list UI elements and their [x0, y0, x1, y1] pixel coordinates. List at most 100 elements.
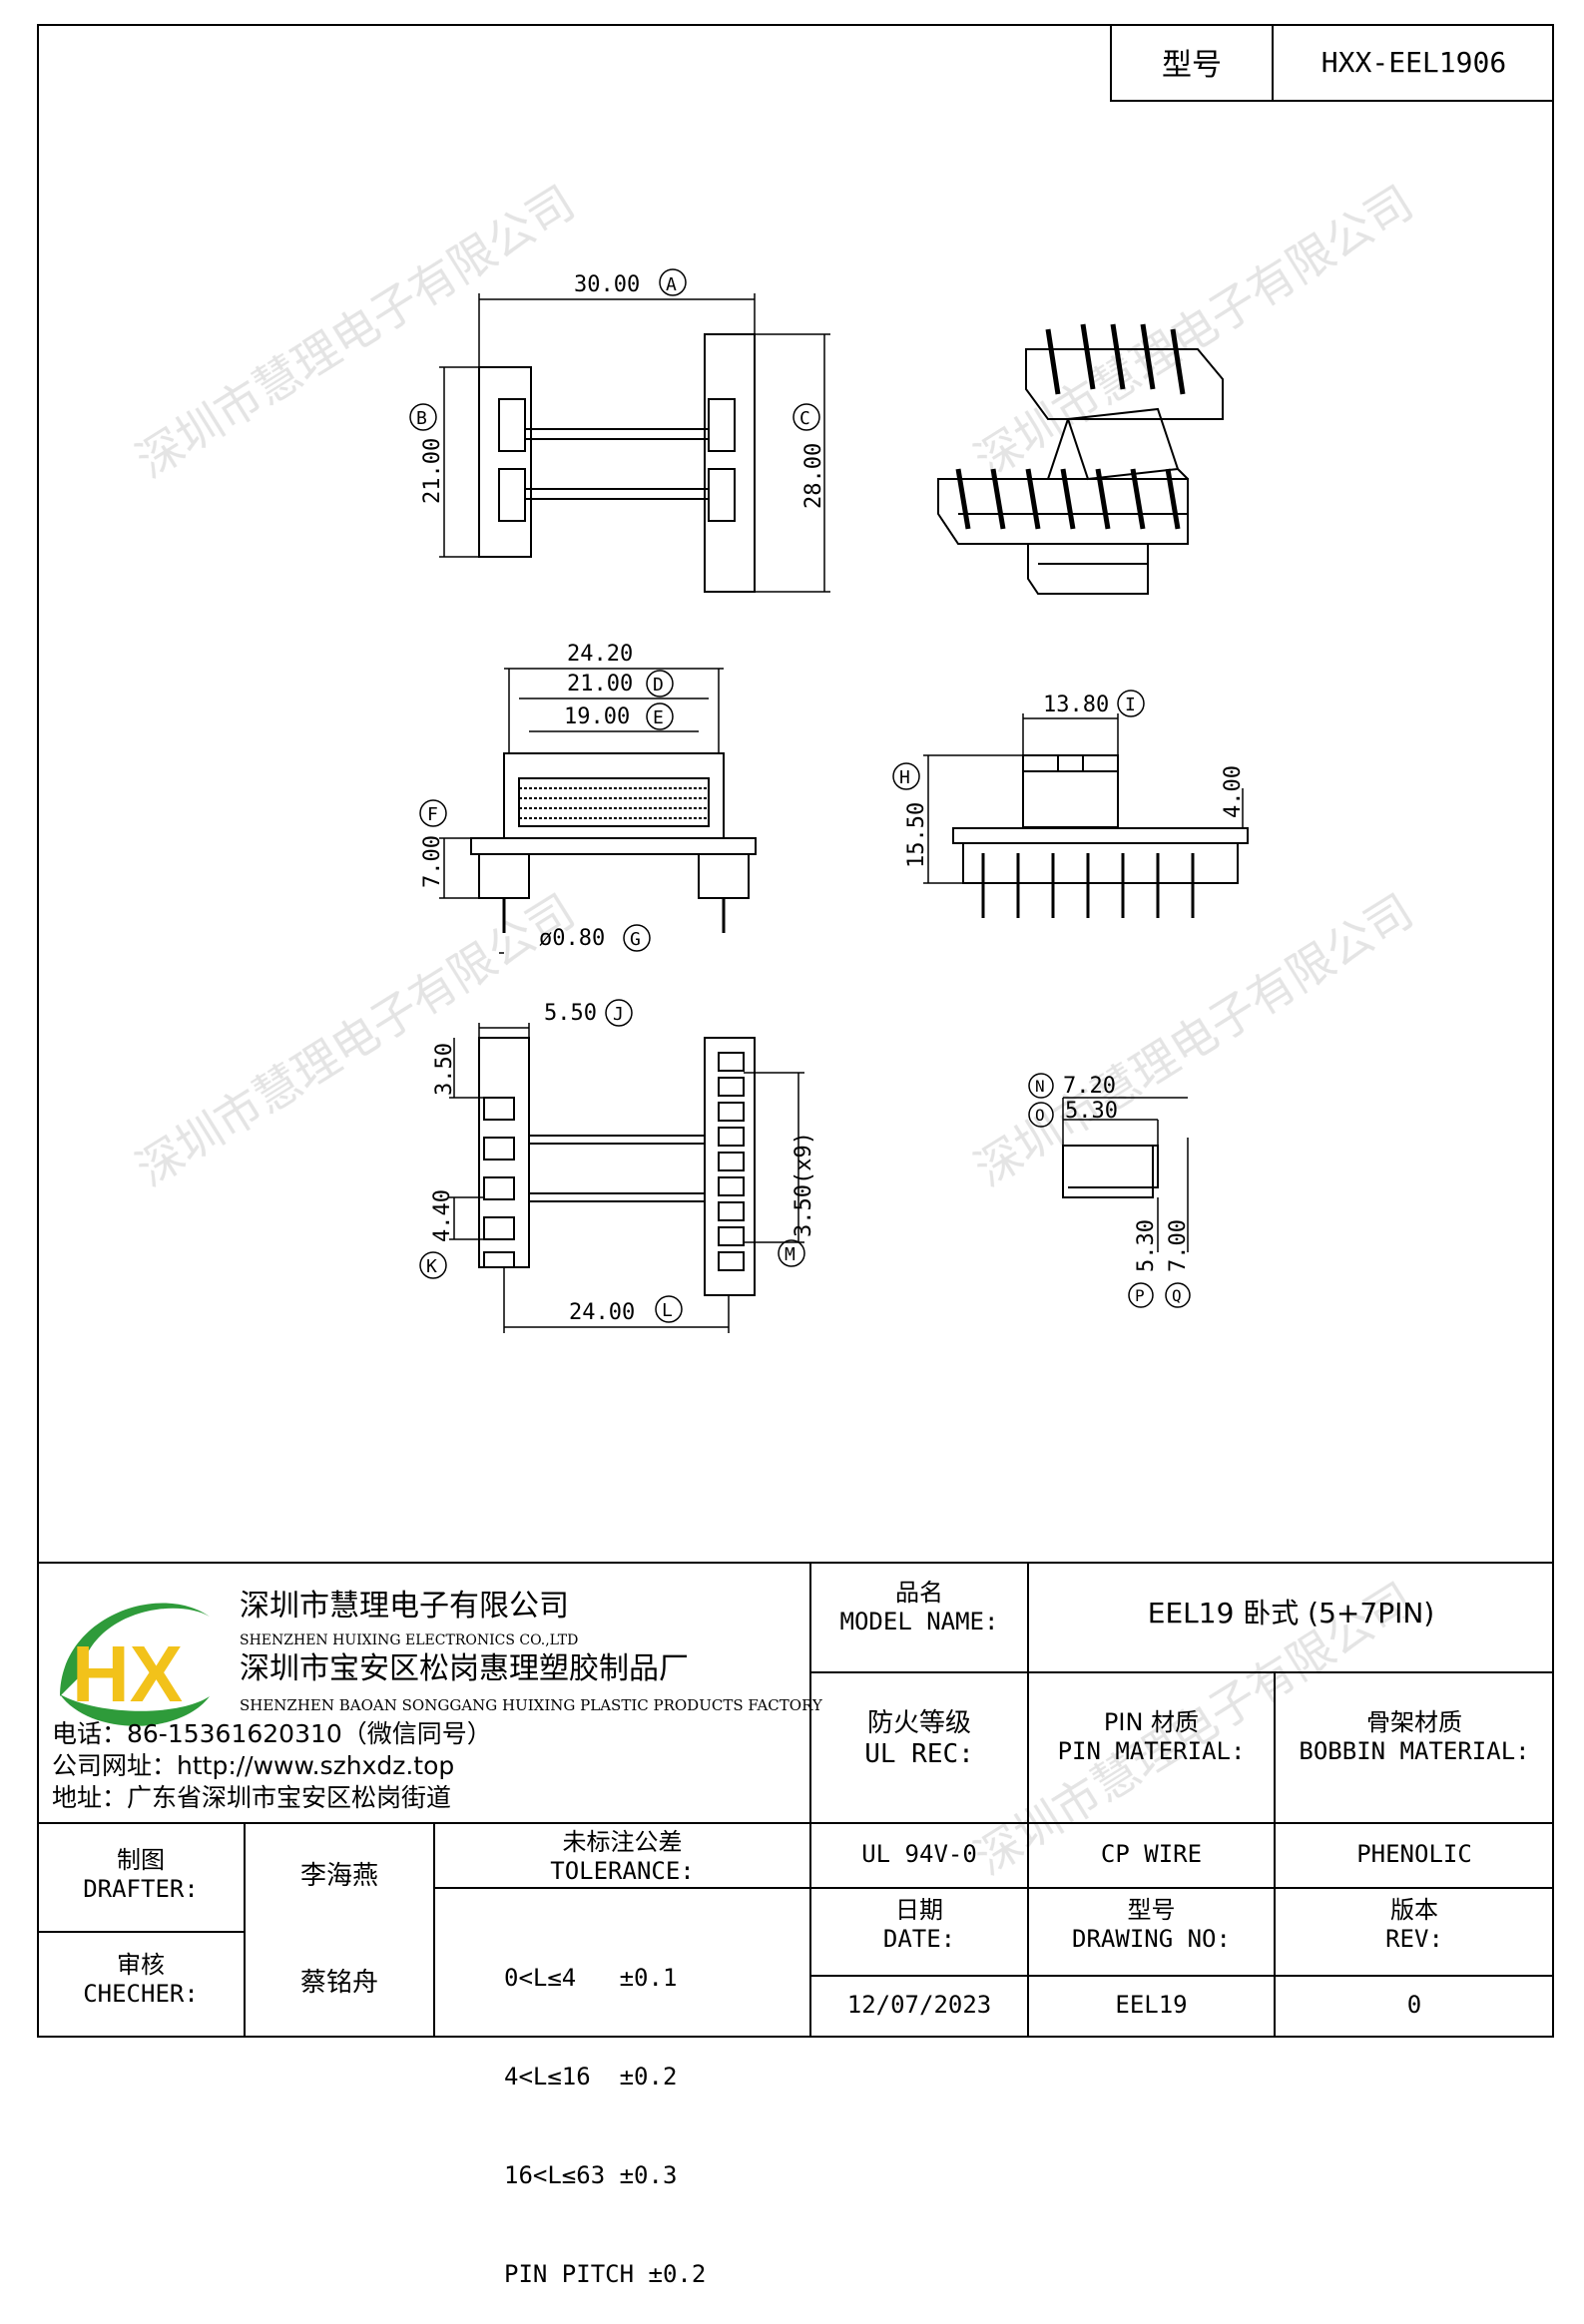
- dim-I-tag: I: [1125, 695, 1136, 715]
- dim-K-value: 4.40: [430, 1189, 455, 1242]
- ul-rec-value: UL 94V-0: [861, 1840, 977, 1868]
- watermark-3: 深圳市慧理电子有限公司: [127, 883, 584, 1196]
- bobbin-material-label-cn: 骨架材质: [1366, 1708, 1462, 1736]
- front-view: [419, 668, 757, 954]
- dim-F-tag: F: [427, 804, 438, 825]
- tolerance-line-1: 0<L≤4 ±0.1: [504, 1964, 678, 1992]
- bobbin-material-label-en: BOBBIN MATERIAL:: [1299, 1736, 1530, 1765]
- dim-G-value: ø0.80: [539, 926, 605, 951]
- tolerance-label-en: TOLERANCE:: [550, 1856, 695, 1885]
- rev-label: 版本 REV:: [1275, 1896, 1554, 1954]
- tolerance-label: 未标注公差 TOLERANCE:: [434, 1828, 810, 1886]
- company-name-en: SHENZHEN HUIXING ELECTRONICS CO.,LTD: [240, 1632, 579, 1648]
- dim-M-value: 3.50(x9): [792, 1132, 816, 1237]
- dim-P-value: 5.30: [1134, 1219, 1159, 1272]
- dim-E-value: 19.00: [564, 704, 630, 729]
- dim-A-tag: A: [666, 274, 677, 295]
- dim-E-tag: E: [653, 707, 664, 728]
- dim-C-tag: C: [799, 408, 810, 429]
- checker-label: 审核 CHECHER:: [37, 1951, 245, 2009]
- checker-value: 蔡铭舟: [299, 1968, 378, 1998]
- dim-J-tag: J: [613, 1004, 624, 1025]
- dim-Q-tag: Q: [1172, 1286, 1182, 1305]
- ul-rec-label: 防火等级 UL REC:: [810, 1708, 1028, 1770]
- dim-N-tag: N: [1035, 1077, 1045, 1096]
- tolerance-line-2: 4<L≤16 ±0.2: [504, 2063, 678, 2091]
- factory-name-en: SHENZHEN BAOAN SONGGANG HUIXING PLASTIC …: [240, 1696, 822, 1714]
- bottom-view: [419, 999, 805, 1333]
- dim-M-tag: M: [785, 1244, 795, 1265]
- drafter-label-en: DRAFTER:: [83, 1874, 199, 1903]
- dim-H-tag: H: [899, 767, 910, 788]
- logo-letters: HX: [72, 1629, 183, 1718]
- dim-D-value: 21.00: [567, 672, 633, 697]
- dim-I-value: 13.80: [1043, 693, 1109, 717]
- date-label-cn: 日期: [895, 1896, 943, 1924]
- dim-B-value: 21.00: [420, 438, 445, 504]
- company-name-cn: 深圳市慧理电子有限公司: [240, 1589, 569, 1624]
- tolerance-line-3: 16<L≤63 ±0.3: [504, 2161, 678, 2189]
- company-address: 地址：广东省深圳市宝安区松岗街道: [52, 1783, 452, 1812]
- technical-drawing: 深圳市慧理电子有限公司 深圳市慧理电子有限公司 深圳市慧理电子有限公司 深圳市慧…: [37, 175, 1554, 2038]
- pin-material-label: PIN 材质 PIN MATERIAL:: [1028, 1708, 1275, 1766]
- model-value: HXX-EEL1906: [1320, 45, 1507, 79]
- checker-label-en: CHECHER:: [83, 1979, 199, 2008]
- dim-D-tag: D: [653, 675, 664, 696]
- dim-A-value: 30.00: [574, 272, 640, 297]
- drawing-no-label: 型号 DRAWING NO:: [1028, 1896, 1275, 1954]
- dim-H-value: 15.50: [904, 802, 929, 868]
- dim-O-value: 5.30: [1065, 1099, 1118, 1124]
- drafter-value: 李海燕: [299, 1861, 378, 1891]
- pin-material-label-en: PIN MATERIAL:: [1057, 1736, 1246, 1765]
- dim-Q-value: 7.00: [1166, 1219, 1191, 1272]
- tolerance-table: 0<L≤4 ±0.1 4<L≤16 ±0.2 16<L≤63 ±0.3 PIN …: [504, 1896, 803, 2324]
- bobbin-material-label: 骨架材质 BOBBIN MATERIAL:: [1275, 1708, 1554, 1766]
- model-number-box: 型号 HXX-EEL1906: [1110, 24, 1554, 102]
- pin-detail-view: [1028, 1073, 1191, 1308]
- pin-material-label-cn: PIN 材质: [1103, 1708, 1200, 1736]
- dimension-labels: 30.00 A 21.00 B 28.00 C 24.20 21.00 D 19…: [416, 272, 1246, 1325]
- company-contact: 电话：86-15361620310（微信同号） 公司网址：http://www.…: [52, 1718, 492, 1814]
- dim-L-tag: L: [662, 1300, 673, 1321]
- company-phone: 电话：86-15361620310（微信同号）: [52, 1719, 492, 1748]
- top-view: [409, 268, 830, 593]
- ul-rec-label-en: UL REC:: [864, 1739, 974, 1770]
- dim-C-value: 28.00: [801, 443, 826, 509]
- company-website[interactable]: 公司网址：http://www.szhxdz.top: [52, 1751, 455, 1780]
- dim-P-tag: P: [1135, 1286, 1145, 1305]
- watermark-2: 深圳市慧理电子有限公司: [965, 175, 1422, 488]
- date-label-en: DATE:: [882, 1924, 956, 1953]
- drawing-no-label-cn: 型号: [1127, 1896, 1176, 1924]
- company-logo: HX: [60, 1603, 210, 1726]
- rev-label-cn: 版本: [1390, 1896, 1438, 1924]
- date-label: 日期 DATE:: [810, 1896, 1028, 1954]
- model-name-label-en: MODEL NAME:: [839, 1607, 999, 1635]
- dim-G-tag: G: [630, 929, 641, 950]
- tolerance-line-4: PIN PITCH ±0.2: [504, 2260, 707, 2288]
- title-block-grid: [37, 1562, 1554, 2038]
- dim-J-value: 5.50: [544, 1001, 597, 1026]
- dim-K-tag: K: [426, 1256, 437, 1277]
- isometric-view: [937, 323, 1224, 595]
- model-name-label: 品名 MODEL NAME:: [810, 1579, 1028, 1636]
- drawing-sheet-border: [37, 24, 1554, 2038]
- model-name-label-cn: 品名: [895, 1579, 943, 1607]
- dim-N-value: 7.20: [1063, 1074, 1116, 1099]
- dim-L-value: 24.00: [569, 1300, 635, 1325]
- pin-material-value: CP WIRE: [1100, 1840, 1203, 1868]
- tolerance-label-cn: 未标注公差: [562, 1828, 683, 1856]
- watermark-4: 深圳市慧理电子有限公司: [965, 883, 1422, 1196]
- drawing-no-value: EEL19: [1115, 1991, 1188, 2019]
- factory-name-cn: 深圳市宝安区松岗惠理塑胶制品厂: [240, 1651, 689, 1686]
- dim-side-height: 4.00: [1221, 765, 1246, 818]
- drafter-label: 制图 DRAFTER:: [37, 1846, 245, 1904]
- dim-pitch-top: 3.50: [432, 1043, 457, 1096]
- model-name-value: EEL19 卧式 (5+7PIN): [1147, 1597, 1435, 1629]
- ul-rec-label-cn: 防火等级: [866, 1708, 971, 1738]
- dim-O-tag: O: [1035, 1106, 1045, 1125]
- drafter-label-cn: 制图: [117, 1846, 165, 1874]
- rev-value: 0: [1406, 1991, 1422, 2019]
- bobbin-material-value: PHENOLIC: [1356, 1840, 1472, 1868]
- dim-B-tag: B: [416, 408, 427, 429]
- rev-label-en: REV:: [1385, 1924, 1443, 1953]
